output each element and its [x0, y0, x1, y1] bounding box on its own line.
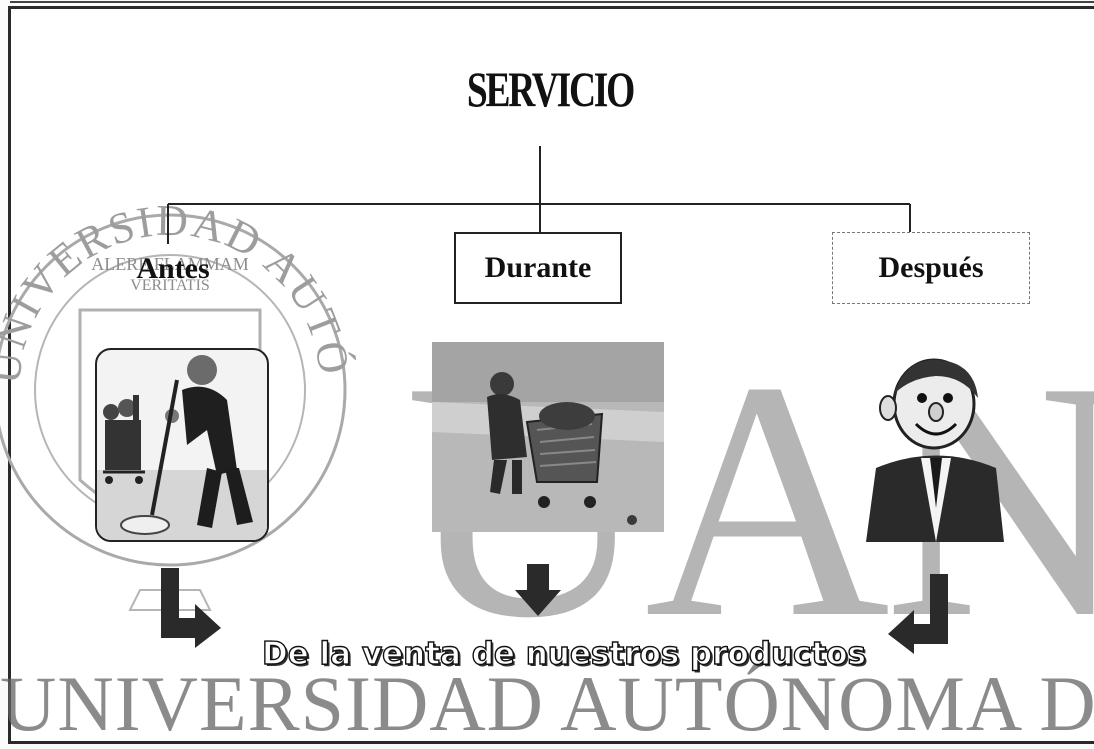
- stage-box-durante: Durante: [454, 232, 622, 304]
- cleaner-illustration: [95, 348, 269, 542]
- shopper-with-cart-icon: [432, 342, 664, 532]
- shopper-illustration: [432, 342, 664, 532]
- stage-box-despues: Después: [832, 232, 1030, 304]
- businessman-illustration: [866, 358, 1004, 542]
- diagram-title: SERVICIO: [466, 61, 635, 117]
- diagram-caption: De la venta de nuestros productos: [261, 635, 866, 672]
- stage-label-durante: Durante: [484, 251, 592, 284]
- stage-label-antes: Antes: [136, 252, 210, 285]
- stage-box-antes: Antes: [120, 240, 226, 298]
- cleaner-with-mop-icon: [97, 355, 267, 540]
- smiling-businessman-icon: [866, 358, 1004, 542]
- frame-top-rule: [10, 1, 1094, 3]
- down-arrow-icon: [515, 564, 561, 616]
- bent-arrow-left-icon: [888, 574, 948, 654]
- stage-label-despues: Después: [878, 251, 984, 284]
- bent-arrow-right-icon: [161, 568, 221, 648]
